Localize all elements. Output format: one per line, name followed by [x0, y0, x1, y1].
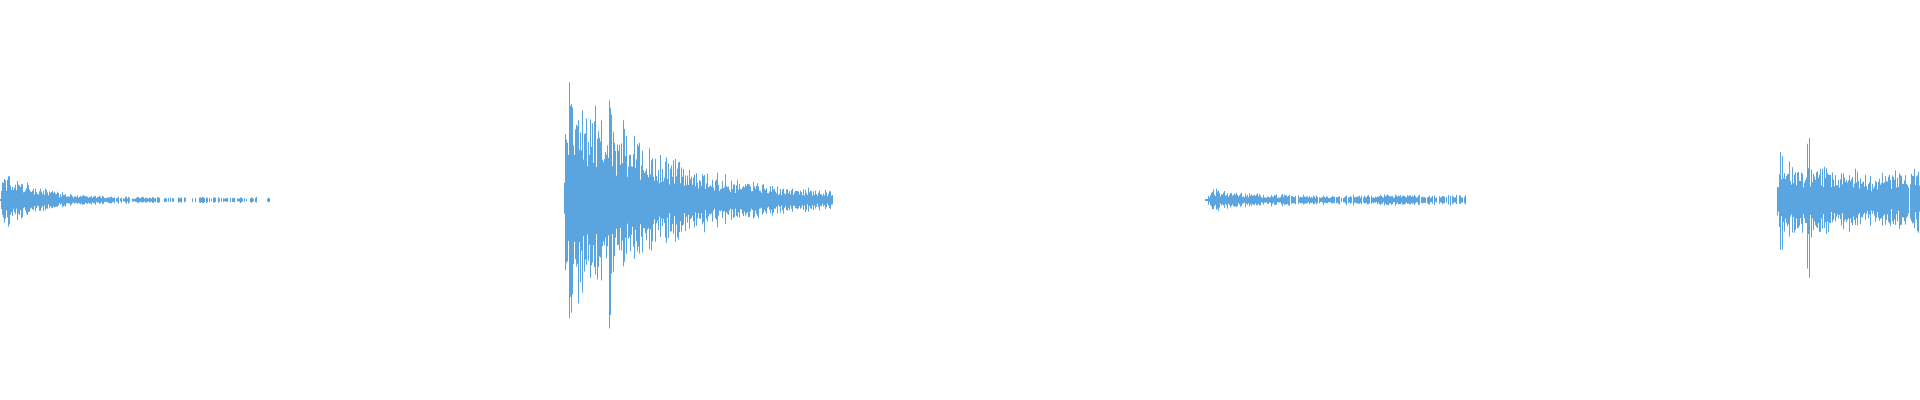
waveform-clip-4 [1777, 137, 1920, 278]
waveform-path-clip-1 [0, 176, 270, 227]
waveform-path-clip-2 [564, 82, 833, 329]
waveform-clip-3 [1205, 188, 1466, 211]
waveform-clip-2 [564, 82, 833, 329]
waveform-path-clip-4 [1777, 137, 1920, 278]
waveform-clip-1 [0, 176, 270, 227]
waveform-path-clip-3 [1205, 188, 1466, 211]
